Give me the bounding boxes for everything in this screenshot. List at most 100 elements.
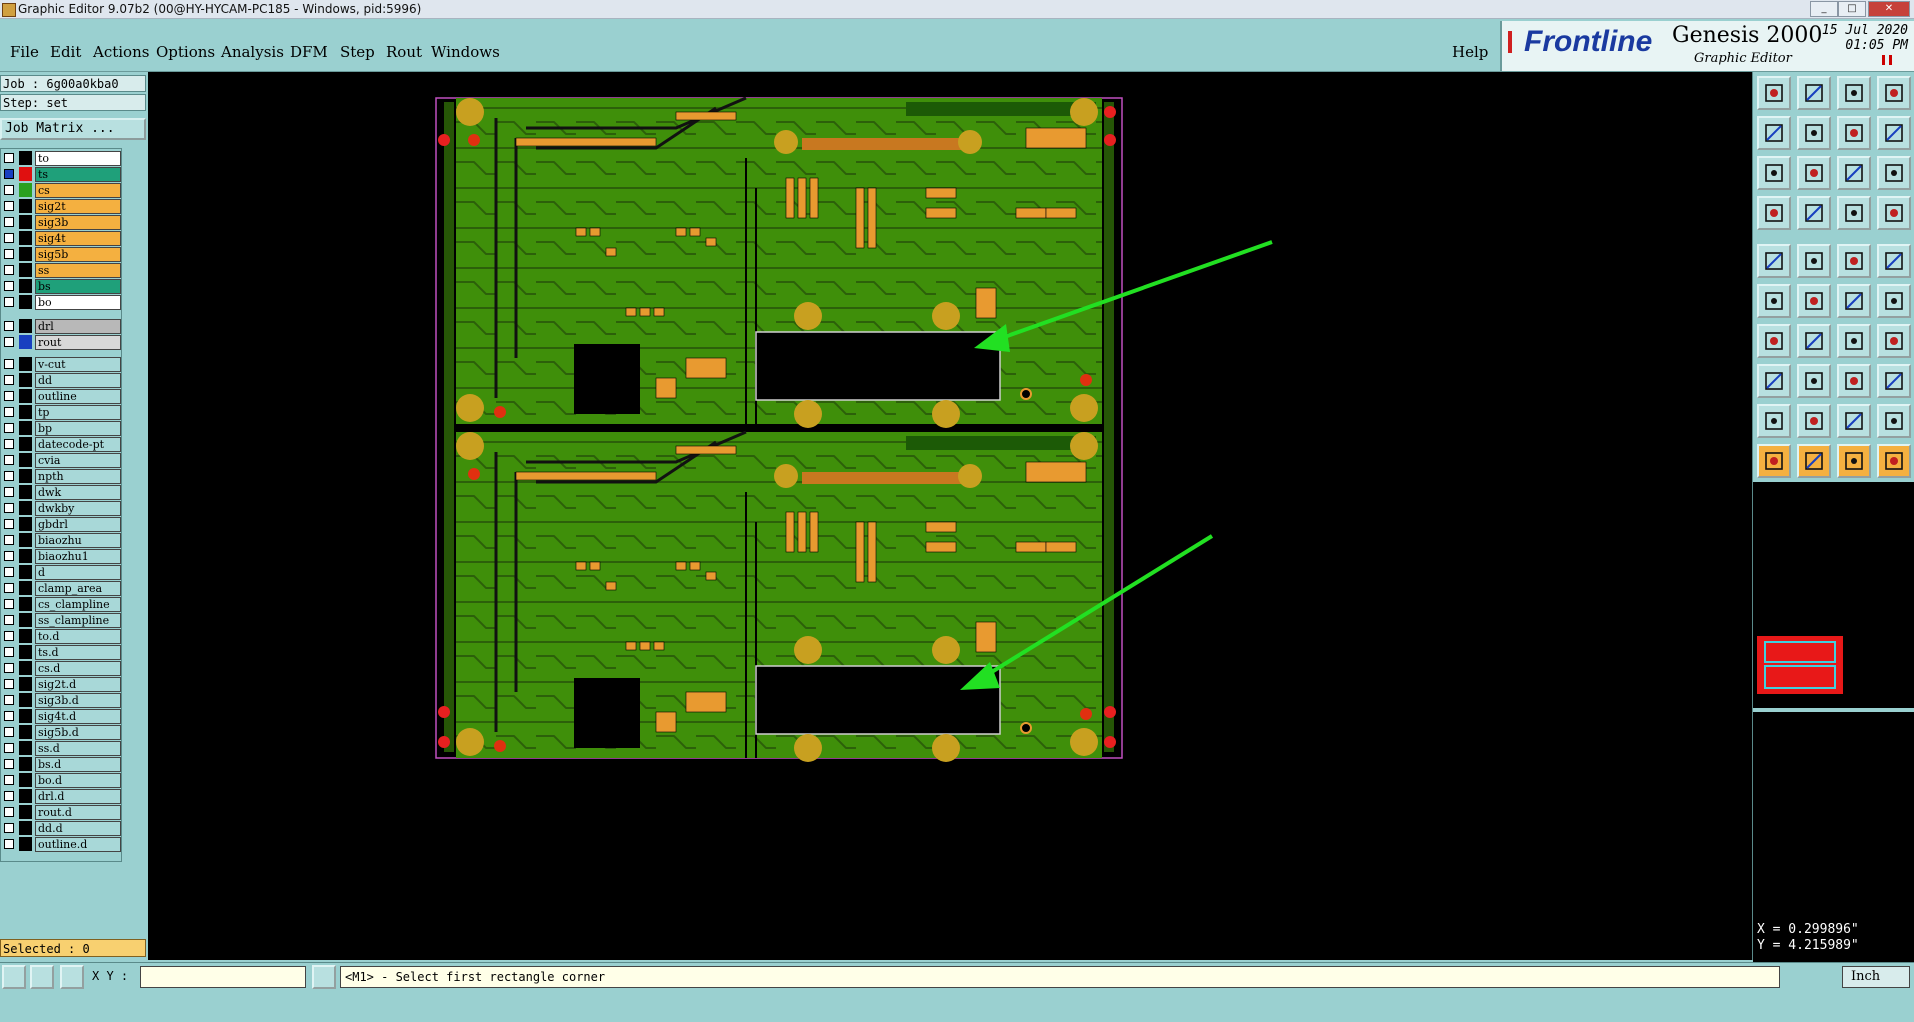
fill-button[interactable] xyxy=(1877,404,1911,438)
layer-color-swatch[interactable] xyxy=(19,645,32,659)
menu-file[interactable]: File xyxy=(10,43,39,61)
layer-name[interactable]: cs_clampline xyxy=(35,597,121,612)
layer-checkbox[interactable] xyxy=(4,265,14,275)
select-box-button[interactable] xyxy=(1797,444,1831,478)
layer-checkbox[interactable] xyxy=(4,487,14,497)
units-selector[interactable]: Inch xyxy=(1842,966,1910,988)
grid-button[interactable] xyxy=(60,965,84,989)
menu-analysis[interactable]: Analysis xyxy=(221,43,284,61)
layer-row-outline[interactable]: outline xyxy=(1,389,121,404)
layer-checkbox[interactable] xyxy=(4,359,14,369)
menu-help[interactable]: Help xyxy=(1452,43,1489,61)
redo-button[interactable] xyxy=(1877,116,1911,150)
layer-color-swatch[interactable] xyxy=(19,821,32,835)
close-button[interactable]: ✕ xyxy=(1868,1,1910,17)
layer-row-cs-d[interactable]: cs.d xyxy=(1,661,121,676)
menu-rout[interactable]: Rout xyxy=(386,43,423,61)
layer-checkbox[interactable] xyxy=(4,631,14,641)
layer-name[interactable]: outline xyxy=(35,389,121,404)
menu-edit[interactable]: Edit xyxy=(50,43,82,61)
layer-name[interactable]: bo xyxy=(35,295,121,310)
layer-row-sig5b-d[interactable]: sig5b.d xyxy=(1,725,121,740)
layer-color-swatch[interactable] xyxy=(19,469,32,483)
layer-color-swatch[interactable] xyxy=(19,151,32,165)
layer-checkbox[interactable] xyxy=(4,185,14,195)
layer-row-gbdrl[interactable]: gbdrl xyxy=(1,517,121,532)
layer-color-swatch[interactable] xyxy=(19,693,32,707)
layer-checkbox[interactable] xyxy=(4,297,14,307)
layer-row-dwk[interactable]: dwk xyxy=(1,485,121,500)
layer-row-drl[interactable]: drl xyxy=(1,319,121,334)
menu-actions[interactable]: Actions xyxy=(93,43,150,61)
layer-name[interactable]: sig5b.d xyxy=(35,725,121,740)
layer-checkbox[interactable] xyxy=(4,663,14,673)
drag-button[interactable] xyxy=(1877,444,1911,478)
layer-name[interactable]: cvia xyxy=(35,453,121,468)
layer-name[interactable]: cs.d xyxy=(35,661,121,676)
layer-checkbox[interactable] xyxy=(4,519,14,529)
rotate-button[interactable] xyxy=(1837,324,1871,358)
layer-row-biaozhu1[interactable]: biaozhu1 xyxy=(1,549,121,564)
layer-row-bs[interactable]: bs xyxy=(1,279,121,294)
cut-button[interactable] xyxy=(1797,364,1831,398)
layer-name[interactable]: bs.d xyxy=(35,757,121,772)
line-button[interactable] xyxy=(1837,244,1871,278)
layer-name[interactable]: bo.d xyxy=(35,773,121,788)
layer-row-rout[interactable]: rout xyxy=(1,335,121,350)
layer-color-swatch[interactable] xyxy=(19,485,32,499)
group-button[interactable] xyxy=(1877,364,1911,398)
layer-checkbox[interactable] xyxy=(4,743,14,753)
layer-row-cs-clampline[interactable]: cs_clampline xyxy=(1,597,121,612)
pick-button[interactable] xyxy=(1837,444,1871,478)
layer-name[interactable]: ts.d xyxy=(35,645,121,660)
layer-color-swatch[interactable] xyxy=(19,741,32,755)
layer-checkbox[interactable] xyxy=(4,711,14,721)
layer-row-d[interactable]: d xyxy=(1,565,121,580)
menu-windows[interactable]: Windows xyxy=(431,43,500,61)
menu-dfm[interactable]: DFM xyxy=(290,43,328,61)
zoom-fit-button[interactable] xyxy=(1757,156,1791,190)
layer-checkbox[interactable] xyxy=(4,759,14,769)
layer-checkbox[interactable] xyxy=(4,455,14,465)
layer-name[interactable]: tp xyxy=(35,405,121,420)
snap-button[interactable] xyxy=(312,965,336,989)
layer-row-tp[interactable]: tp xyxy=(1,405,121,420)
grid-button[interactable] xyxy=(1797,196,1831,230)
layer-row-cs[interactable]: cs xyxy=(1,183,121,198)
layer-color-swatch[interactable] xyxy=(19,677,32,691)
xy-input[interactable] xyxy=(140,966,306,988)
edit-line-button[interactable] xyxy=(1797,324,1831,358)
layer-row-bs-d[interactable]: bs.d xyxy=(1,757,121,772)
layer-color-swatch[interactable] xyxy=(19,279,32,293)
layer-row-bp[interactable]: bp xyxy=(1,421,121,436)
open-button[interactable] xyxy=(1757,76,1791,110)
layer-row-drl-d[interactable]: drl.d xyxy=(1,789,121,804)
scale-button[interactable] xyxy=(1837,156,1871,190)
layer-checkbox[interactable] xyxy=(4,217,14,227)
layer-checkbox[interactable] xyxy=(4,679,14,689)
layer-color-swatch[interactable] xyxy=(19,837,32,851)
layer-color-swatch[interactable] xyxy=(19,789,32,803)
layer-color-swatch[interactable] xyxy=(19,199,32,213)
layer-color-swatch[interactable] xyxy=(19,549,32,563)
layer-row-ts-d[interactable]: ts.d xyxy=(1,645,121,660)
question-button[interactable] xyxy=(1877,156,1911,190)
layer-name[interactable]: to xyxy=(35,151,121,166)
layer-name[interactable]: rout.d xyxy=(35,805,121,820)
layer-color-swatch[interactable] xyxy=(19,773,32,787)
layer-name[interactable]: bp xyxy=(35,421,121,436)
layer-color-swatch[interactable] xyxy=(19,453,32,467)
shape-button[interactable] xyxy=(1757,364,1791,398)
layer-color-swatch[interactable] xyxy=(19,319,32,333)
resize-button[interactable] xyxy=(1837,364,1871,398)
layer-row-sig5b[interactable]: sig5b xyxy=(1,247,121,262)
layer-row-biaozhu[interactable]: biaozhu xyxy=(1,533,121,548)
layer-checkbox[interactable] xyxy=(4,423,14,433)
minimize-button[interactable]: _ xyxy=(1810,1,1838,17)
layer-name[interactable]: rout xyxy=(35,335,121,350)
cross-button[interactable] xyxy=(1797,284,1831,318)
layer-checkbox[interactable] xyxy=(4,791,14,801)
layer-name[interactable]: drl xyxy=(35,319,121,334)
layer-color-swatch[interactable] xyxy=(19,629,32,643)
layer-color-swatch[interactable] xyxy=(19,295,32,309)
